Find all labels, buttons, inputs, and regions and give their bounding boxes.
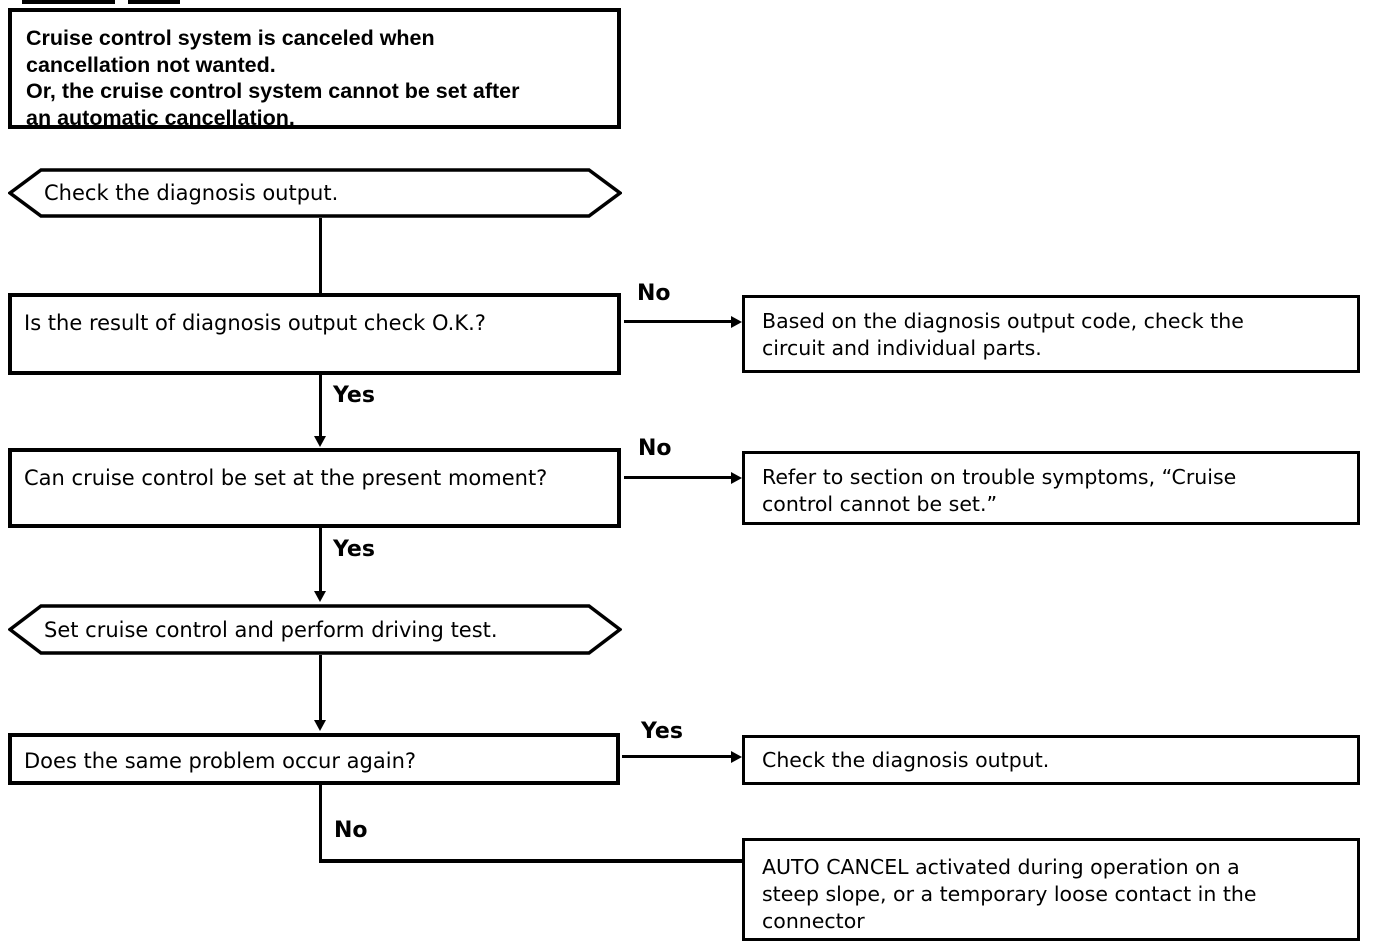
edge-q1-yes [319,375,322,437]
hexagon-driving-test-label: Set cruise control and perform driving t… [44,617,498,642]
label-q2-no: No [638,436,672,461]
arrowhead-q2-no [731,472,742,484]
hexagon-check-diagnosis-label: Check the diagnosis output. [44,181,339,205]
label-q3-yes: Yes [641,719,683,744]
action-check-circuit-parts: Based on the diagnosis output code, chec… [742,295,1360,373]
hexagon-check-diagnosis-output: Check the diagnosis output. [8,168,622,218]
arrowhead-q1-no [731,316,742,328]
label-q2-yes: Yes [333,537,375,562]
hexagon-shape [8,168,622,218]
scan-artifact [128,0,180,4]
scan-artifact [22,0,115,4]
arrowhead-q3-yes [731,751,742,763]
edge-q2-yes [319,528,322,592]
hexagon-driving-test: Set cruise control and perform driving t… [8,604,622,655]
edge-q2-no [624,476,734,479]
problem-statement-box: Cruise control system is canceled when c… [8,8,621,130]
label-q1-no: No [637,281,671,306]
question-cruise-can-be-set: Can cruise control be set at the present… [8,448,621,528]
edge-q3-no-vertical [319,785,322,863]
edge-hex2-to-q3 [319,655,322,721]
question-diagnosis-ok: Is the result of diagnosis output check … [8,293,621,375]
arrowhead-q2-yes [314,591,326,602]
action-auto-cancel-explanation: AUTO CANCEL activated during operation o… [742,838,1360,941]
label-q3-no: No [334,818,368,843]
arrowhead-q1-yes [314,436,326,447]
edge-q3-yes [622,755,734,758]
edge-q3-no-horizontal [319,859,743,863]
question-problem-occurs-again: Does the same problem occur again? [8,733,620,785]
action-refer-trouble-symptoms: Refer to section on trouble symptoms, “C… [742,451,1360,525]
arrowhead-hex2-to-q3 [314,720,326,731]
hexagon-shape [8,604,622,655]
action-check-diagnosis-output: Check the diagnosis output. [742,735,1360,785]
edge-q1-no [624,320,734,323]
label-q1-yes: Yes [333,383,375,408]
edge-hex1-to-q1 [319,218,322,294]
